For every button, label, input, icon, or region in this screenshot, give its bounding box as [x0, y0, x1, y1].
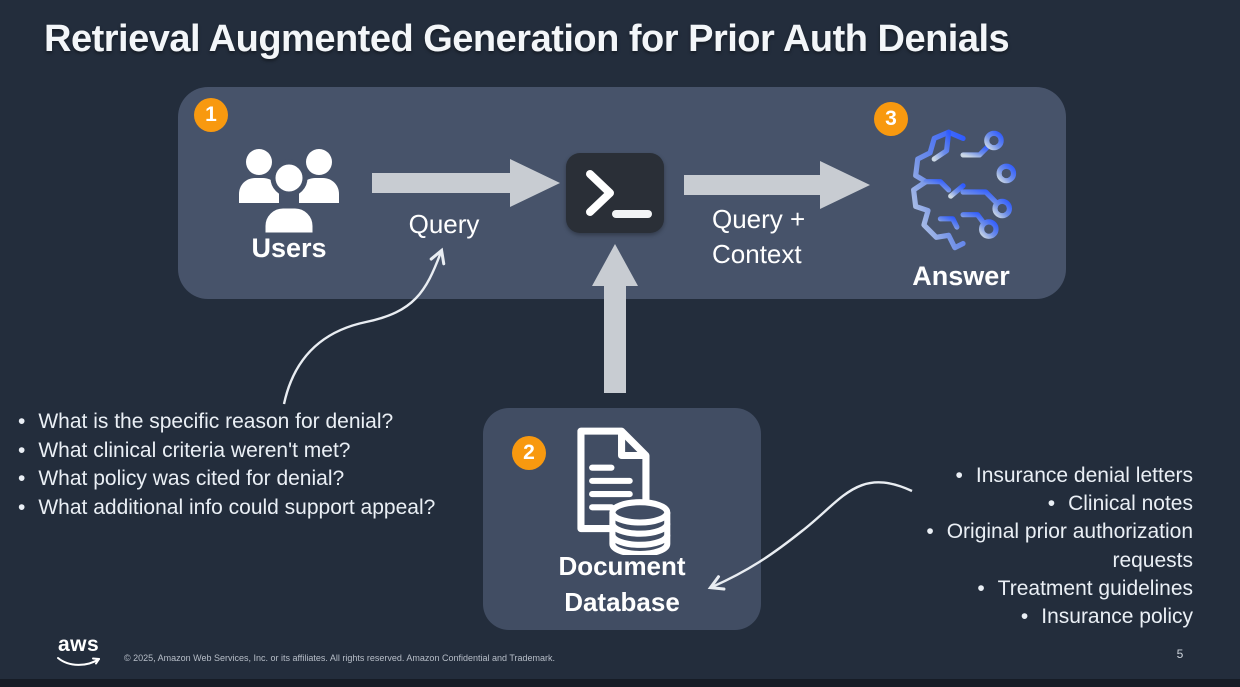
source-4: Treatment guidelines: [997, 576, 1193, 600]
ai-brain-icon: [911, 129, 1017, 251]
users-label: Users: [251, 233, 327, 263]
bullet: •: [18, 438, 26, 462]
question-4: What additional info could support appea…: [38, 495, 436, 519]
document-database-line1: Document: [558, 551, 686, 581]
bullet: •: [18, 495, 26, 519]
arrow-context-icon: [592, 244, 638, 393]
copyright-text: © 2025, Amazon Web Services, Inc. or its…: [124, 653, 556, 663]
answer-label: Answer: [912, 261, 1010, 291]
list-item: • Insurance denial letters: [908, 462, 1194, 490]
page-title: Retrieval Augmented Generation for Prior…: [44, 18, 1010, 60]
aws-logo: aws: [56, 633, 100, 668]
bottom-strip: [0, 679, 1240, 687]
bullet: •: [1047, 492, 1056, 516]
step-badge-2-label: 2: [523, 441, 535, 464]
list-item: • Original prior authorization requests: [908, 518, 1193, 574]
arrow-query-icon: [372, 159, 560, 207]
arrow-query-context-icon: [684, 161, 870, 209]
source-2: Clinical notes: [1068, 492, 1193, 516]
source-list: • Insurance denial letters • Clinical note…: [908, 462, 1193, 631]
document-database-icon: [577, 427, 671, 555]
list-item: • Insurance policy: [908, 603, 1193, 631]
users-icon: [239, 149, 339, 238]
question-list: • What is the specific reason for denial?…: [18, 408, 464, 522]
query-context-line1: Query +: [712, 204, 806, 234]
list-item: • What clinical criteria weren't met?: [18, 437, 464, 466]
step-badge-3: 3: [874, 102, 908, 136]
step-badge-2: 2: [512, 436, 546, 470]
list-item: • What policy was cited for denial?: [18, 465, 464, 494]
source-3: Original prior authorization requests: [946, 520, 1193, 572]
list-item: • Clinical notes: [908, 490, 1193, 518]
list-item: • Treatment guidelines: [908, 575, 1193, 603]
question-2: What clinical criteria weren't met?: [38, 438, 351, 462]
terminal-icon: [566, 153, 664, 233]
query-context-label: Query + Context: [712, 202, 852, 272]
page-number: 5: [1176, 647, 1184, 661]
aws-logo-text: aws: [58, 633, 100, 656]
source-5: Insurance policy: [1041, 605, 1193, 629]
bullet: •: [977, 576, 985, 600]
bullet: •: [1020, 605, 1029, 629]
document-database-label: Document Database: [483, 548, 761, 620]
bullet: •: [926, 520, 934, 544]
query-context-line2: Context: [712, 239, 802, 269]
list-item: • What additional info could support appe…: [18, 494, 464, 523]
step-badge-3-label: 3: [885, 107, 897, 130]
source-1: Insurance denial letters: [975, 464, 1193, 487]
bullet: •: [18, 467, 26, 490]
aws-smile-icon: [57, 657, 100, 666]
query-label: Query: [408, 209, 480, 239]
step-badge-1-label: 1: [205, 103, 217, 126]
bullet: •: [955, 464, 963, 487]
question-3: What policy was cited for denial?: [38, 467, 345, 490]
step-badge-1: 1: [194, 98, 228, 132]
question-1: What is the specific reason for denial?: [38, 410, 394, 433]
document-database-line2: Database: [564, 587, 680, 617]
list-item: • What is the specific reason for denial?: [18, 408, 464, 437]
bullet: •: [18, 410, 26, 433]
